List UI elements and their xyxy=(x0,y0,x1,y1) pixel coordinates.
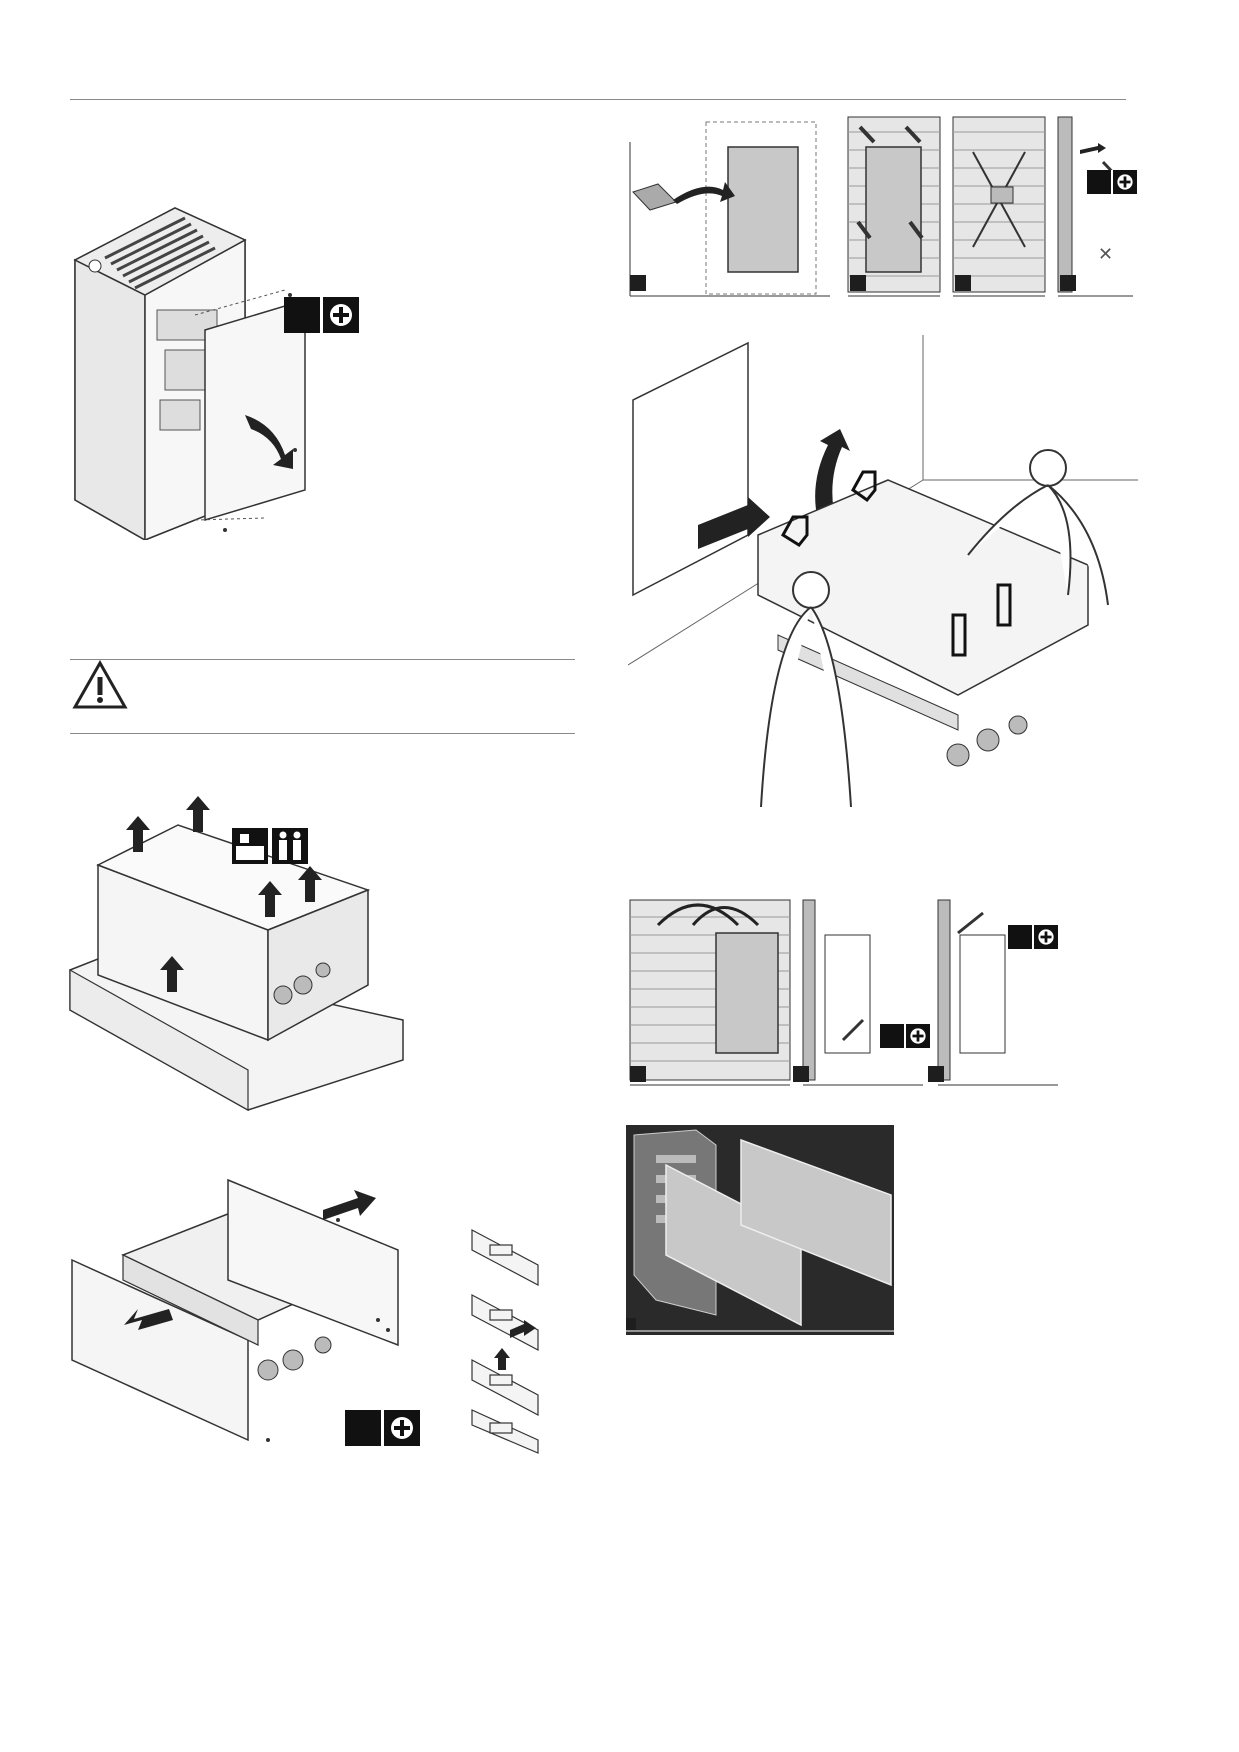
unit-illustration xyxy=(73,207,306,540)
step-marker-3 xyxy=(955,275,971,291)
step-marker-2 xyxy=(850,275,866,291)
screwdriver-badge-icon xyxy=(1008,925,1058,949)
figure-remove-front-panel xyxy=(65,200,385,540)
warning-triangle-icon xyxy=(72,660,128,710)
screwdriver-badge-icon xyxy=(880,1024,930,1048)
screwdriver-badge-icon xyxy=(284,297,359,333)
step-marker-1 xyxy=(630,275,646,291)
step-marker-2 xyxy=(793,1066,809,1082)
figure-remove-side-panels xyxy=(68,1170,448,1460)
step-marker-1 xyxy=(630,1066,646,1082)
screwdriver-badge-icon xyxy=(345,1410,420,1446)
figure-lift-from-packaging xyxy=(68,770,408,1115)
screwdriver-badge-icon xyxy=(1087,170,1137,194)
figure-hang-and-fix-steps xyxy=(628,895,1058,1090)
step-marker-3 xyxy=(928,1066,944,1082)
warning-bottom-rule xyxy=(70,733,575,734)
two-person-lift-icon xyxy=(232,828,308,864)
step-marker-4 xyxy=(1060,275,1076,291)
figure-two-person-wall-mount xyxy=(628,335,1138,815)
header-rule xyxy=(70,99,1126,100)
step-marker-refit xyxy=(626,1318,636,1330)
figure-refit-side-panels xyxy=(626,1125,894,1335)
svg-text:✕: ✕ xyxy=(1098,244,1113,265)
clip-detail-sequence xyxy=(470,1225,540,1455)
figure-wall-template-steps: ✕ xyxy=(628,112,1138,300)
warning-top-rule xyxy=(70,659,575,660)
